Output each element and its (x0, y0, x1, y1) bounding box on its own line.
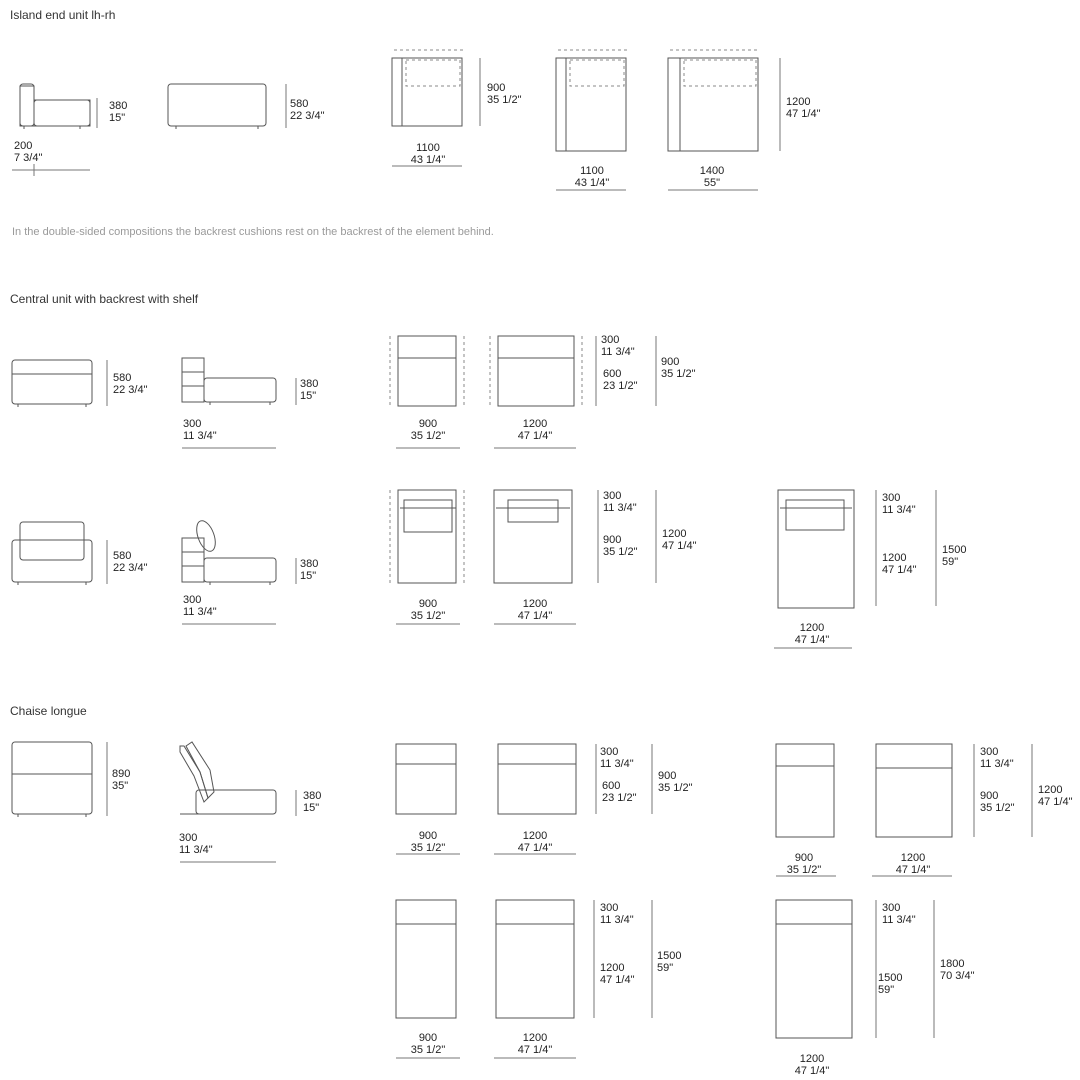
central-plan-1200x900-a (489, 335, 657, 449)
central-plan-1200x1200 (493, 489, 657, 625)
chaise-plan-1200x1200 (872, 743, 1033, 877)
chaise-plan-900x1200 (775, 743, 836, 877)
chaise-plan-900x1500 (395, 899, 460, 1059)
chaise-front-view (11, 741, 108, 817)
chaise-side-view (179, 741, 297, 863)
section-title-central-unit: Central unit with backrest with shelf (10, 292, 199, 306)
island-plan-1100x900 (391, 49, 481, 167)
central-plan-900x1200 (389, 489, 465, 625)
island-plan-1100x1200 (555, 49, 628, 191)
island-side-view (12, 83, 98, 176)
chaise-plan-1200x900 (494, 743, 653, 855)
section-title-chaise-longue: Chaise longue (10, 704, 87, 718)
central-side-view-1 (181, 357, 297, 449)
central-front-view-1 (11, 359, 108, 407)
island-front-view (167, 83, 287, 129)
double-sided-note: In the double-sided compositions the bac… (12, 226, 494, 238)
chaise-plan-900x900 (395, 743, 460, 855)
central-plan-900x900-a (389, 335, 465, 449)
island-plan-1400x1200 (667, 49, 781, 191)
central-front-view-2 (11, 521, 108, 585)
chaise-plan-1200x1500 (494, 899, 653, 1059)
chaise-plan-1200x1800 (775, 899, 935, 1039)
section-title-island-end-unit: Island end unit lh-rh (10, 8, 116, 22)
central-side-view-2 (181, 520, 297, 625)
central-plan-1200x1500 (774, 489, 937, 649)
